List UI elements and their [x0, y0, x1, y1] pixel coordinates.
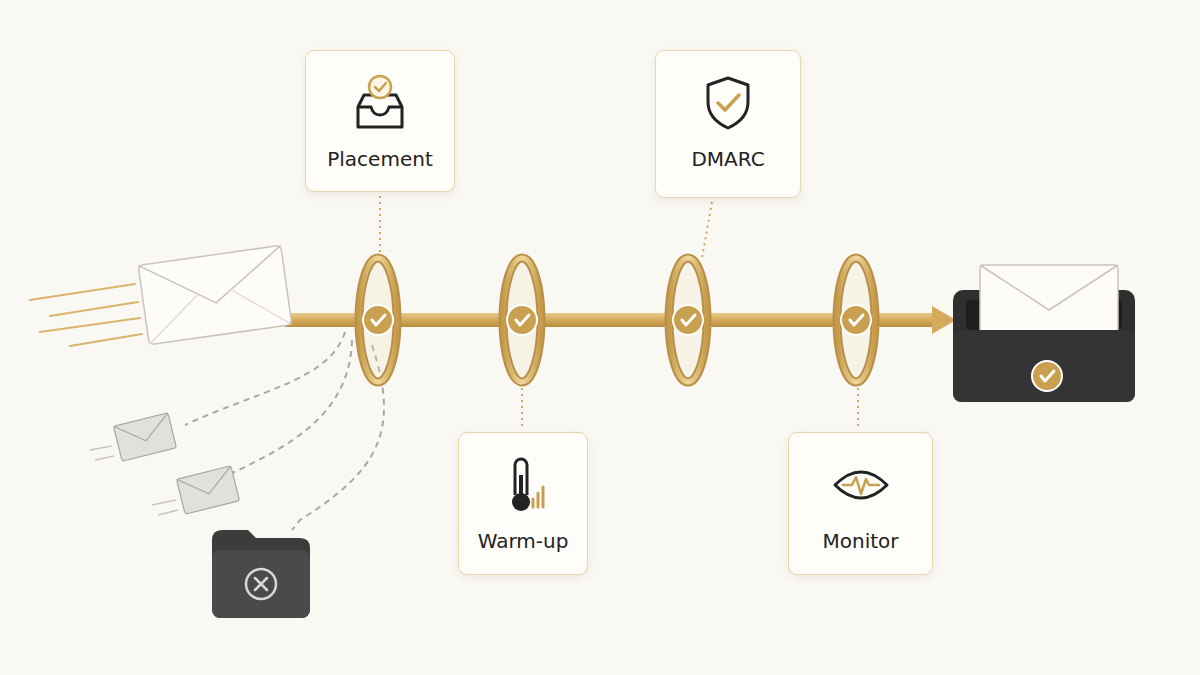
email-envelope	[138, 245, 292, 344]
checkpoint-rings	[359, 258, 875, 382]
step-label: Monitor	[822, 529, 898, 553]
spam-envelope	[113, 413, 176, 461]
spam-envelope	[176, 466, 239, 514]
step-icon	[350, 73, 410, 133]
speed-lines	[30, 284, 142, 346]
speed-lines	[90, 446, 178, 515]
spam-folder	[212, 530, 310, 618]
arrow-head	[932, 306, 956, 334]
step-label: Warm-up	[478, 529, 569, 553]
step-card: Placement	[305, 50, 455, 192]
step-label: Placement	[327, 147, 432, 171]
leader-lines	[380, 196, 858, 428]
step-label: DMARC	[691, 147, 764, 171]
step-icon	[698, 73, 758, 133]
step-card: Warm-up	[458, 432, 588, 575]
inbox-tray	[953, 265, 1135, 402]
step-icon	[493, 455, 553, 515]
step-icon	[831, 455, 891, 515]
step-card: DMARC	[655, 50, 801, 198]
step-card: Monitor	[788, 432, 933, 575]
